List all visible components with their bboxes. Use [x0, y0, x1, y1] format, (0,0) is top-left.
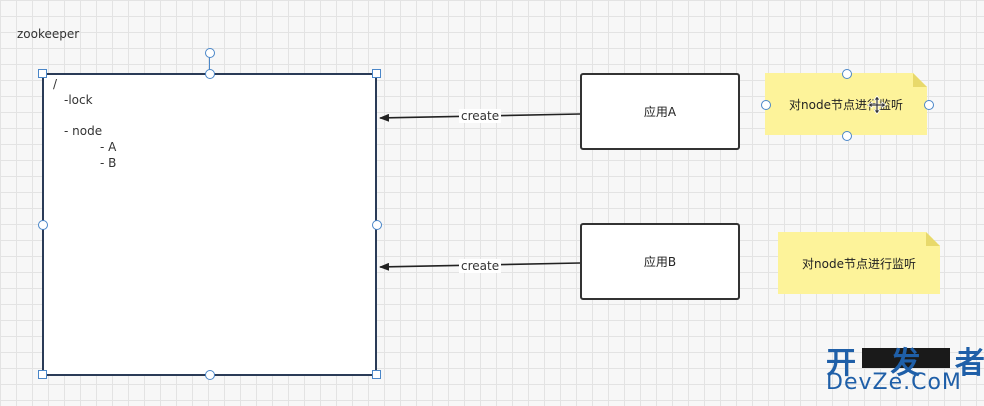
rotate-handle-stem — [209, 56, 210, 70]
note-listen-b[interactable]: 对node节点进行监听 — [778, 232, 940, 294]
tree-node: - node — [64, 124, 103, 138]
resize-handle-bottom[interactable] — [205, 370, 215, 380]
note-listen-a-text: 对node节点进行监听 — [789, 97, 903, 112]
resize-handle-right[interactable] — [372, 220, 382, 230]
resize-handle-top-right[interactable] — [372, 69, 381, 78]
move-cursor-icon — [867, 95, 887, 115]
note-handle-top[interactable] — [842, 69, 852, 79]
note-listen-b-text: 对node节点进行监听 — [802, 256, 916, 271]
watermark-logo-bottom: DevZe.CoM — [826, 370, 962, 395]
app-b-label: 应用B — [643, 255, 677, 269]
note-listen-a[interactable]: 对node节点进行监听 — [765, 73, 927, 135]
canvas-title: zookeeper — [17, 27, 80, 41]
resize-handle-top[interactable] — [205, 69, 215, 79]
tree-root: / — [53, 77, 58, 91]
app-a-box[interactable]: 应用A — [580, 73, 740, 150]
watermark-band — [862, 348, 950, 368]
tree-node-b: - B — [100, 156, 117, 170]
note-handle-right[interactable] — [924, 100, 934, 110]
resize-handle-bottom-left[interactable] — [38, 370, 47, 379]
edge-label-create-b: create — [459, 259, 502, 273]
app-b-box[interactable]: 应用B — [580, 223, 740, 300]
rotate-handle[interactable] — [205, 48, 215, 58]
tree-lock: -lock — [64, 93, 93, 107]
resize-handle-top-left[interactable] — [38, 69, 47, 78]
resize-handle-left[interactable] — [38, 220, 48, 230]
edge-label-create-a: create — [459, 109, 502, 123]
app-a-label: 应用A — [643, 105, 677, 119]
note-handle-left[interactable] — [761, 100, 771, 110]
tree-node-a: - A — [100, 140, 117, 154]
resize-handle-bottom-right[interactable] — [372, 370, 381, 379]
watermark-logo-top: 开 发 者 — [826, 346, 984, 381]
note-handle-bottom[interactable] — [842, 131, 852, 141]
